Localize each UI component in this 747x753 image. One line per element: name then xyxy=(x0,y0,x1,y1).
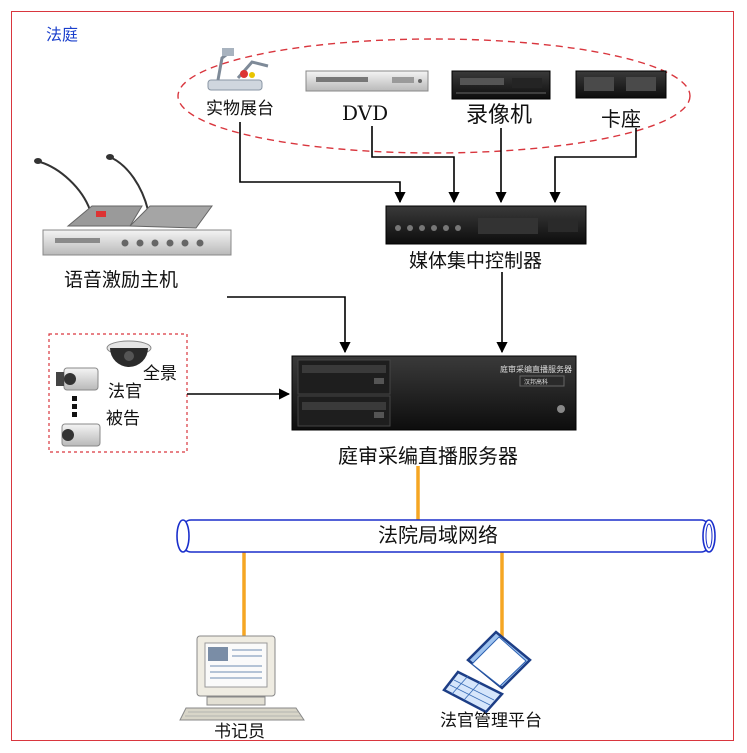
voice-host-icon xyxy=(42,229,232,256)
dvd-player-icon xyxy=(305,70,429,92)
desktop-computer-icon xyxy=(179,635,305,721)
label-document-camera: 实物展台 xyxy=(206,99,274,119)
label-server: 庭审采编直播服务器 xyxy=(338,444,518,468)
label-vcr: 录像机 xyxy=(466,103,533,128)
signal-arrows xyxy=(187,122,637,400)
server-faceplate-text: 庭审采编直播服务器 xyxy=(500,364,572,374)
dome-camera-icon xyxy=(106,340,152,367)
courtroom-label: 法庭 xyxy=(46,27,79,44)
laptop-icon xyxy=(442,630,532,714)
network-links xyxy=(242,466,504,644)
media-controller-icon xyxy=(385,205,587,245)
label-voice-host: 语音激励主机 xyxy=(64,269,179,291)
server-icon xyxy=(291,355,577,431)
label-cam-panorama: 全景 xyxy=(143,364,177,384)
lan-pipe xyxy=(176,519,716,553)
label-dvd: DVD xyxy=(342,101,389,125)
box-camera-icon-2 xyxy=(61,423,101,447)
label-cassette: 卡座 xyxy=(601,107,641,131)
box-camera-icon xyxy=(56,367,99,391)
label-cam-judge: 法官 xyxy=(108,382,142,402)
label-cam-defendant: 被告 xyxy=(106,409,140,429)
label-lan: 法院局域网络 xyxy=(378,523,498,547)
arrow-dvd xyxy=(371,126,460,204)
arrow-document-camera xyxy=(239,122,406,204)
av-sources-group xyxy=(177,38,691,154)
camera-ellipsis-dots xyxy=(72,396,77,417)
label-judge-platform: 法官管理平台 xyxy=(440,711,542,731)
cassette-deck-icon xyxy=(575,70,667,99)
courtroom-boundary xyxy=(11,11,734,741)
camera-group xyxy=(48,333,188,453)
document-camera-icon xyxy=(207,48,269,91)
microphone-icon xyxy=(34,154,213,229)
label-clerk: 书记员 xyxy=(214,722,265,742)
label-media-controller: 媒体集中控制器 xyxy=(409,250,543,272)
arrow-cassette xyxy=(549,128,637,204)
vcr-icon xyxy=(451,70,551,100)
server-brand-text: 汉邦高科 xyxy=(524,378,548,386)
arrow-voice-host xyxy=(227,296,351,354)
